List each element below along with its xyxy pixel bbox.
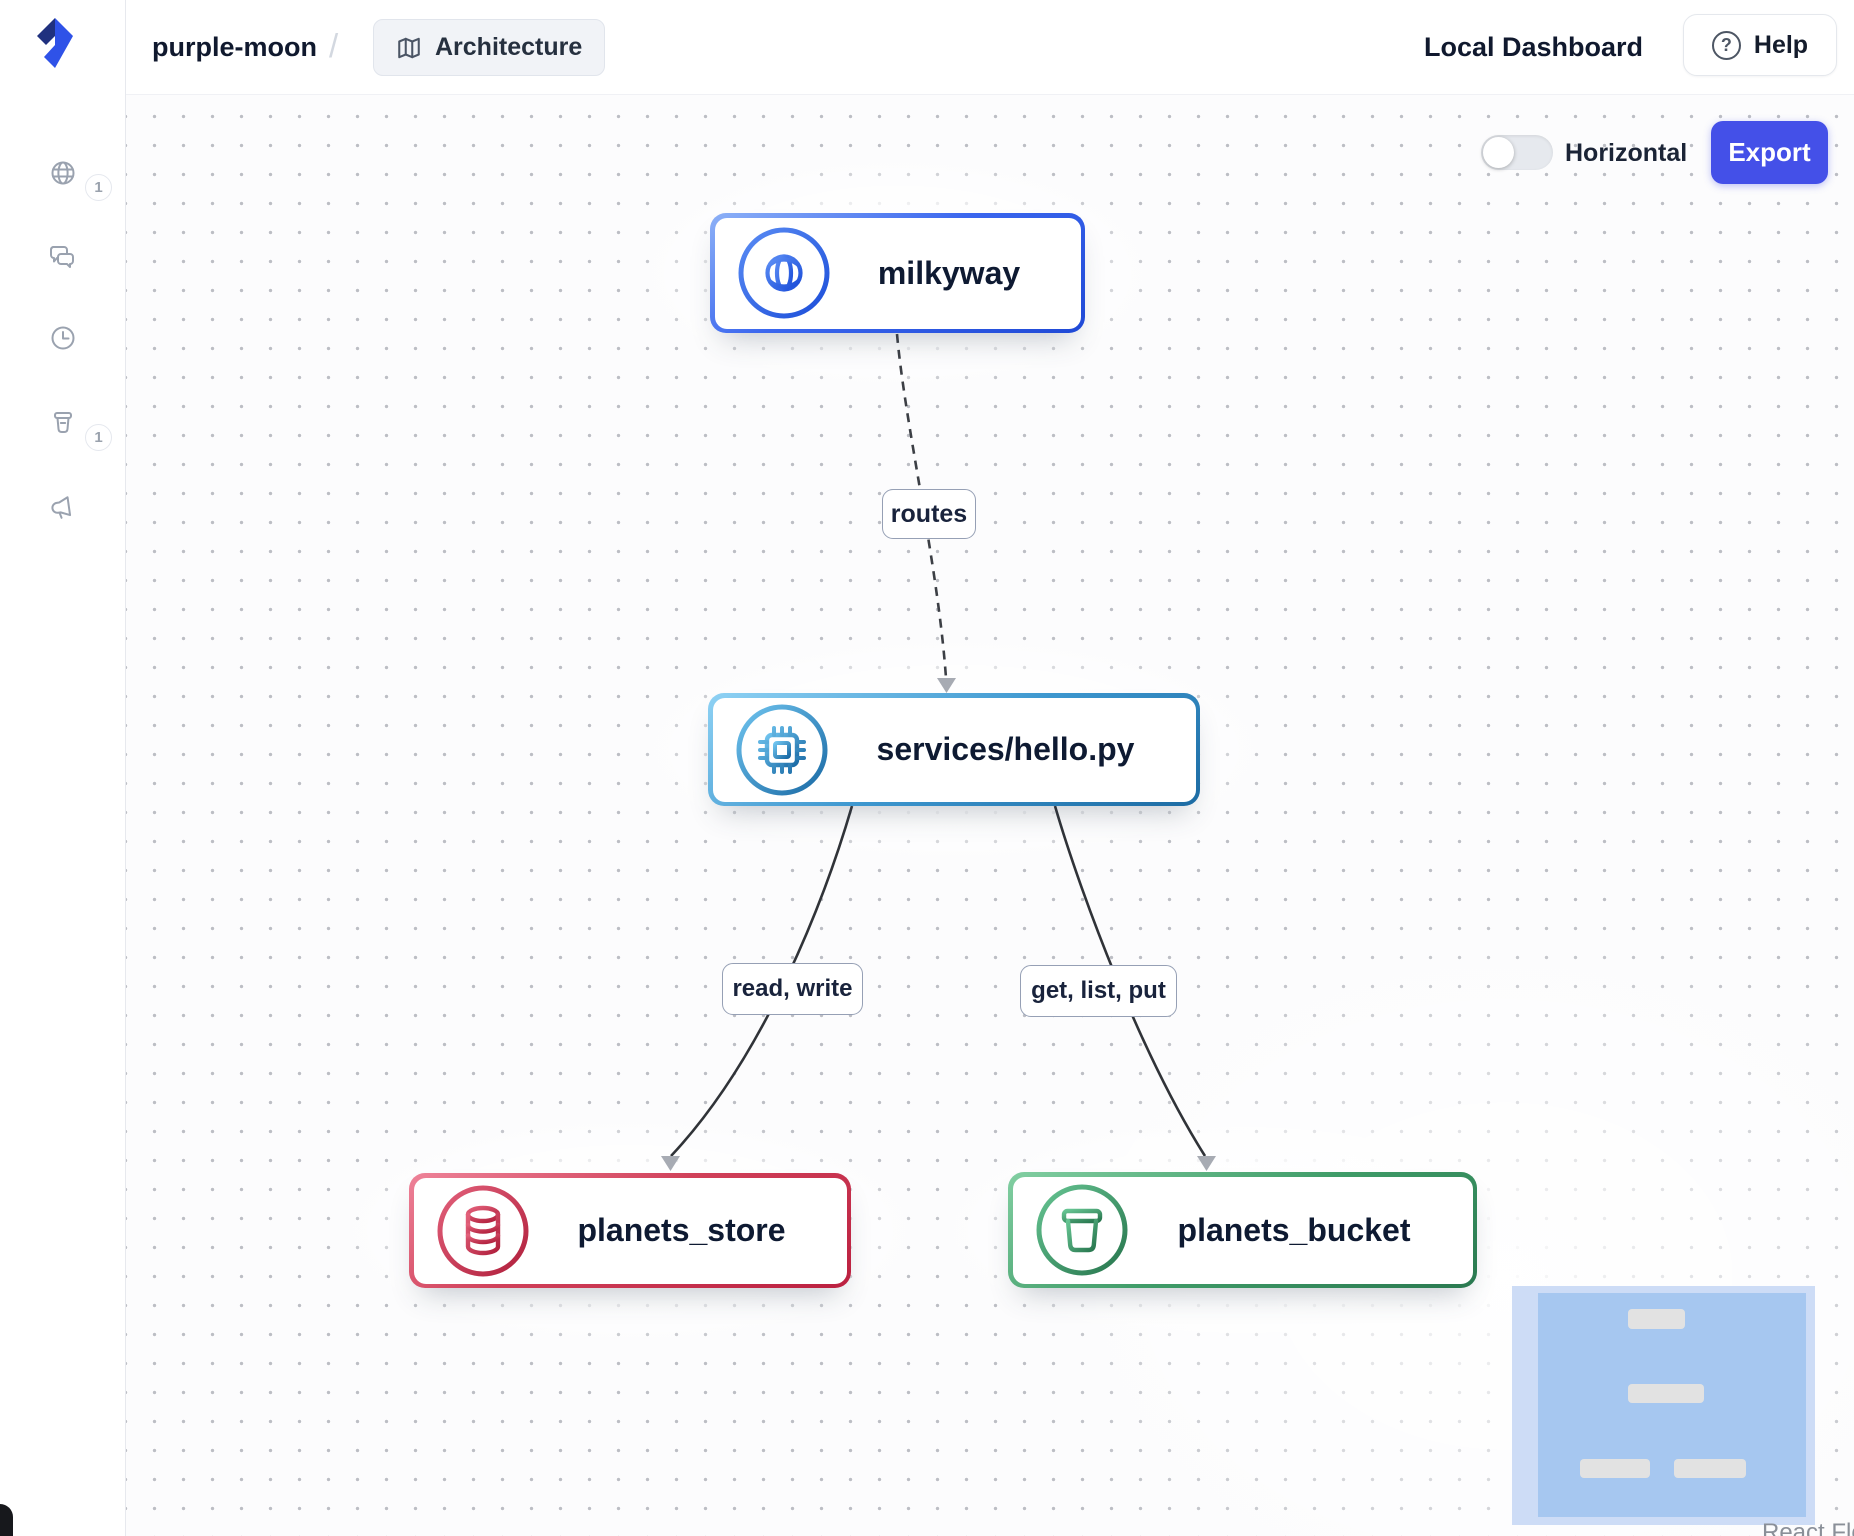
minimap-node xyxy=(1628,1384,1704,1403)
edge-label-read-write[interactable]: read, write xyxy=(722,963,863,1015)
local-dashboard-title: Local Dashboard xyxy=(1423,32,1643,62)
architecture-button[interactable]: Architecture xyxy=(373,19,606,76)
sidebar-item-schedules[interactable] xyxy=(0,323,126,353)
chat-icon xyxy=(50,246,74,268)
minimap-viewport xyxy=(1538,1293,1806,1517)
cpu-icon xyxy=(736,704,827,795)
sidebar: 1 1 xyxy=(0,0,126,1536)
node-planets-store[interactable]: planets_store xyxy=(409,1173,851,1288)
orientation-toggle[interactable] xyxy=(1481,135,1553,170)
node-label: services/hello.py xyxy=(876,731,1135,767)
buckets-count-badge: 1 xyxy=(85,424,112,451)
bucket-icon xyxy=(1036,1184,1127,1276)
question-mark-icon: ? xyxy=(1711,30,1741,60)
megaphone-icon xyxy=(51,496,72,519)
node-label: planets_store xyxy=(577,1212,786,1248)
node-label: planets_bucket xyxy=(1177,1211,1411,1248)
node-planets-bucket[interactable]: planets_bucket xyxy=(1008,1172,1477,1288)
corner-decoration xyxy=(0,1504,13,1536)
breadcrumb-separator: / xyxy=(329,27,339,64)
map-icon xyxy=(398,37,420,58)
bucket-icon xyxy=(54,412,72,433)
sidebar-item-buckets[interactable] xyxy=(0,408,126,438)
apis-count-badge: 1 xyxy=(85,174,112,201)
react-flow-attribution[interactable]: React Flow xyxy=(1762,1519,1854,1536)
clock-icon xyxy=(51,326,75,350)
node-milkyway[interactable]: milkyway xyxy=(710,213,1085,333)
edge-label-get-list-put[interactable]: get, list, put xyxy=(1020,965,1177,1017)
breadcrumb-project: purple-moon xyxy=(152,32,317,62)
node-services-hello[interactable]: services/hello.py xyxy=(708,693,1200,806)
sidebar-item-apis[interactable] xyxy=(0,158,126,188)
globe-icon xyxy=(738,227,829,319)
toggle-knob xyxy=(1483,137,1514,168)
export-button[interactable]: Export xyxy=(1711,121,1828,184)
sidebar-item-topics[interactable] xyxy=(0,493,126,523)
edge-label-routes[interactable]: routes xyxy=(882,489,976,539)
architecture-label: Architecture xyxy=(435,33,583,61)
sidebar-item-websockets[interactable] xyxy=(0,242,126,272)
minimap-node xyxy=(1580,1459,1650,1478)
minimap[interactable] xyxy=(1512,1286,1815,1525)
globe-icon xyxy=(51,161,75,185)
minimap-node xyxy=(1628,1309,1685,1329)
minimap-node xyxy=(1674,1459,1746,1478)
top-header: purple-moon / Architecture Local Dashboa… xyxy=(126,0,1854,95)
flow-canvas[interactable]: routes read, write get, list, put xyxy=(126,95,1854,1536)
help-label: Help xyxy=(1753,30,1809,59)
help-button[interactable]: ? Help xyxy=(1683,14,1837,76)
database-icon xyxy=(437,1185,528,1276)
app-logo-icon xyxy=(33,15,77,71)
orientation-label: Horizontal xyxy=(1565,139,1688,167)
node-label: milkyway xyxy=(877,254,1021,291)
